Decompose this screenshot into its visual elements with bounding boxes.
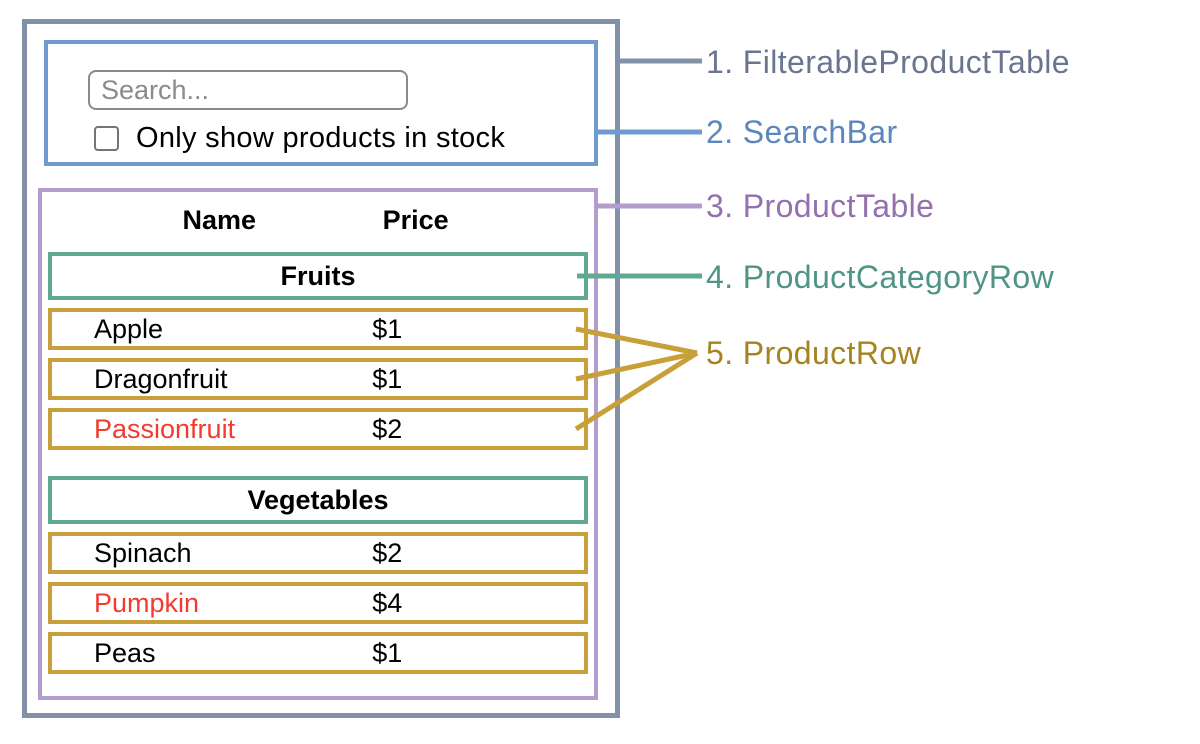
- product-price: $1: [372, 637, 403, 668]
- legend-label-product-category-row: 4. ProductCategoryRow: [706, 259, 1055, 295]
- stock-filter-row: Only show products in stock: [94, 122, 505, 155]
- search-input[interactable]: [88, 70, 408, 110]
- table-header-row: Name Price: [42, 192, 594, 248]
- legend-label-product-table: 3. ProductTable: [706, 188, 935, 224]
- product-name: Peas: [94, 637, 156, 668]
- product-price: $1: [372, 313, 403, 344]
- product-row: Pumpkin $4: [48, 582, 588, 624]
- product-row: Passionfruit $2: [48, 408, 588, 450]
- product-name: Pumpkin: [94, 587, 200, 618]
- product-category-row: Vegetables: [48, 476, 588, 524]
- legend-label-search-bar: 2. SearchBar: [706, 114, 898, 150]
- product-name: Apple: [94, 313, 164, 344]
- product-price: $4: [372, 587, 403, 618]
- product-row: Dragonfruit $1: [48, 358, 588, 400]
- category-name: Fruits: [280, 260, 356, 291]
- product-row: Peas $1: [48, 632, 588, 674]
- product-row: Apple $1: [48, 308, 588, 350]
- product-price: $1: [372, 363, 403, 394]
- column-header-price: Price: [382, 204, 449, 235]
- product-name: Dragonfruit: [94, 363, 228, 394]
- product-table-box: Name Price Fruits Apple $1 Dragonfruit $…: [38, 188, 598, 700]
- product-price: $2: [372, 537, 403, 568]
- product-price: $2: [372, 413, 403, 444]
- stock-checkbox-label: Only show products in stock: [136, 122, 506, 154]
- product-category-row: Fruits: [48, 252, 588, 300]
- legend-label-product-row: 5. ProductRow: [706, 335, 922, 371]
- product-name: Spinach: [94, 537, 192, 568]
- product-row: Spinach $2: [48, 532, 588, 574]
- category-name: Vegetables: [247, 484, 389, 515]
- table-rows: Fruits Apple $1 Dragonfruit $1 Passionfr…: [42, 252, 594, 674]
- search-bar-box: Only show products in stock: [44, 40, 598, 166]
- legend-label-filterable-product-table: 1. FilterableProductTable: [706, 44, 1070, 80]
- stock-checkbox[interactable]: [94, 126, 119, 151]
- product-name: Passionfruit: [94, 413, 236, 444]
- column-header-name: Name: [182, 204, 257, 235]
